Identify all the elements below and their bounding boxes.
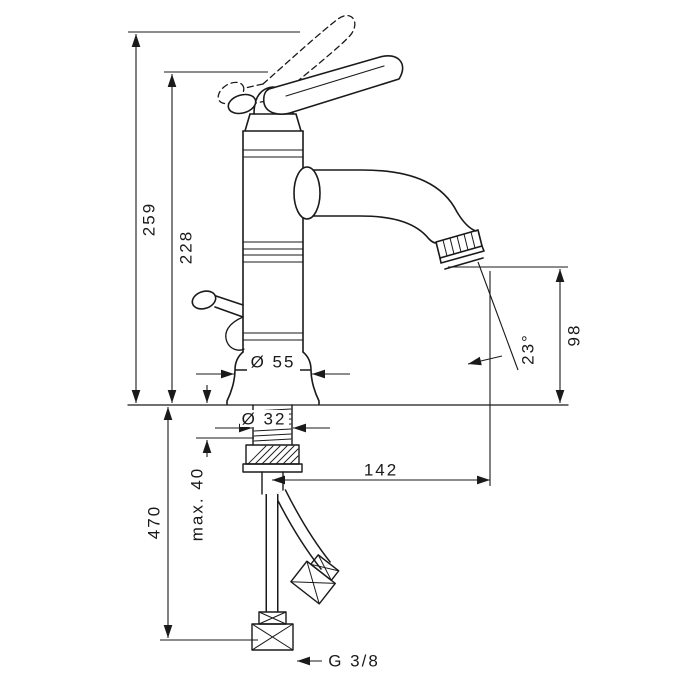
- spout-top-edge: [302, 169, 477, 232]
- handle-blade: [262, 55, 404, 115]
- dim-label-connection-thread: G 3/8: [328, 652, 380, 671]
- hose-connector-straight: [251, 611, 294, 651]
- handle-rear-end: [227, 93, 257, 115]
- mounting-nut: [245, 444, 300, 465]
- hose-connector-angled: [290, 554, 340, 605]
- dim-label-supply-length: 470: [145, 505, 164, 539]
- spout: [302, 169, 485, 270]
- crimp-cross: [310, 554, 340, 581]
- faucet-line-art: [127, 14, 569, 651]
- handle-raised-end: [217, 81, 245, 105]
- supply-hoses: [265, 489, 332, 612]
- dim-label-shank-diameter: Ø 32: [242, 410, 287, 429]
- side-lever-hook: [225, 316, 245, 351]
- nut-cross: [251, 623, 294, 651]
- dimension-lines: [128, 31, 568, 666]
- label-backing-shank-dia: [240, 410, 289, 427]
- connection-nut: [290, 560, 336, 605]
- dim-label-overall-height: 259: [140, 202, 159, 236]
- label-backing-base-dia: [247, 354, 300, 371]
- dim-label-spray-angle: 23°: [519, 333, 538, 365]
- spout-bottom-edge: [302, 215, 437, 244]
- spout-joint-ring: [293, 166, 321, 220]
- outlet-pipe: [261, 471, 284, 495]
- connection-nut: [251, 623, 294, 651]
- nut-cross: [290, 560, 336, 605]
- side-lever: [191, 290, 245, 351]
- crimp-cross: [258, 611, 287, 625]
- side-lever-stem: [212, 294, 244, 318]
- dim-arrow-spray-angle: [467, 355, 503, 366]
- body-rings: [242, 149, 304, 341]
- dim-label-base-diameter: Ø 55: [251, 353, 296, 372]
- aerator-hatching: [442, 231, 476, 257]
- nut-hatching: [247, 445, 299, 465]
- dimension-labels: 259 228 98 23° Ø 55 Ø 32 142 max. 40 470…: [140, 202, 584, 671]
- handle-lever: [227, 55, 404, 115]
- handle-raised-outline: [262, 14, 356, 100]
- top-collar: [242, 113, 304, 132]
- washer: [242, 463, 303, 473]
- dim-label-max-thickness: max. 40: [188, 467, 207, 541]
- side-lever-knob: [191, 290, 217, 310]
- spray-angle-line: [477, 261, 519, 371]
- dim-label-height-to-handle: 228: [177, 230, 196, 264]
- aerator-end-face: [439, 245, 485, 270]
- dim-label-spout-clearance: 98: [565, 324, 584, 347]
- handle-blade-detail: [285, 65, 385, 97]
- dim-label-spout-reach: 142: [364, 461, 398, 480]
